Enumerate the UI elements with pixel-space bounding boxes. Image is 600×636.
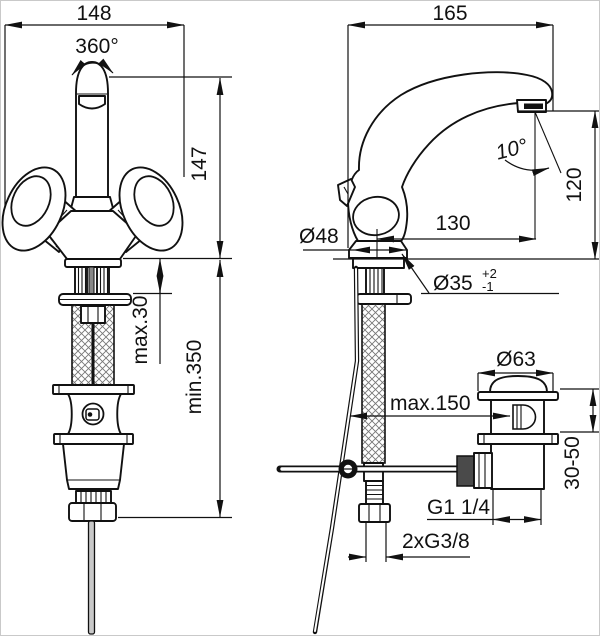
dim-reach-130-label: 130 <box>435 212 470 235</box>
front-mounting-studs <box>74 266 110 295</box>
front-waste <box>52 384 135 635</box>
waste-clip-icon <box>512 404 537 430</box>
dim-waste-thread-g114: G1 1/4 <box>427 490 542 525</box>
dim-clamp-range-3050-label: 30-50 <box>561 436 584 490</box>
dim-outlet-angle-10: 10° <box>493 111 562 239</box>
dim-waste-thread-g114-label: G1 1/4 <box>427 496 490 519</box>
side-pull-rod <box>312 265 360 635</box>
dim-height-147: 147 <box>109 76 232 259</box>
dim-reach-130: 130 <box>376 212 537 259</box>
front-view-dimensions: 148 360° 147 max.30 min.350 <box>4 2 232 519</box>
dim-height-147-label: 147 <box>188 146 211 181</box>
dim-rod-offset-max150: max.150 <box>349 392 511 420</box>
dim-outlet-height-120: 120 <box>517 110 599 260</box>
dim-depth-165-label: 165 <box>432 2 467 25</box>
dim-body-dia-48: Ø48 <box>299 225 407 254</box>
side-waste <box>456 375 559 490</box>
dim-width-148: 148 <box>4 2 185 207</box>
waste-knurled-connector <box>456 455 475 487</box>
side-aerator <box>524 103 543 109</box>
dim-hole-dia-35-tol-plus: +2 <box>482 266 497 281</box>
side-view-dimensions: 165 10° 120 130 Ø48 Ø35 +2 <box>299 2 599 562</box>
dim-min350-label: min.350 <box>183 340 206 415</box>
dim-hole-dia-35-tol-minus: -1 <box>482 279 494 294</box>
side-stud <box>365 267 385 295</box>
dim-outlet-height-120-label: 120 <box>563 167 586 202</box>
dim-body-dia-48-label: Ø48 <box>299 225 339 248</box>
side-washer <box>356 293 412 305</box>
dim-hole-dia-35-label: Ø35 <box>433 272 473 295</box>
front-handle-right <box>118 166 184 252</box>
side-handle-face <box>352 195 400 237</box>
front-supply-hoses <box>71 304 115 386</box>
dim-depth-165: 165 <box>347 2 554 248</box>
front-pull-rod <box>87 520 96 635</box>
dim-min350: min.350 <box>118 259 232 519</box>
dim-flange-dia-63-label: Ø63 <box>496 348 536 371</box>
dim-clamp-range-3050: 30-50 <box>560 388 599 490</box>
side-popup-lever <box>337 178 356 207</box>
side-operating-rod <box>276 459 462 479</box>
front-view-drawing <box>1 61 184 635</box>
front-spout <box>75 61 109 202</box>
dim-outlet-angle-10-label: 10° <box>493 135 529 165</box>
front-collar <box>69 196 115 213</box>
dim-swivel-360: 360° <box>71 35 119 76</box>
dim-flange-dia-63: Ø63 <box>477 348 554 391</box>
side-supply-hose <box>358 303 391 523</box>
dim-max30: max.30 <box>129 258 172 365</box>
front-base <box>64 258 122 268</box>
dim-supply-thread-2xg38: 2xG3/8 <box>348 522 470 562</box>
dim-width-148-label: 148 <box>76 2 111 25</box>
front-spout-outlet <box>78 95 106 110</box>
dim-rod-offset-max150-label: max.150 <box>390 392 471 415</box>
dim-swivel-360-label: 360° <box>75 35 118 58</box>
side-spout-body <box>347 71 554 242</box>
brand-clip-icon <box>81 402 105 426</box>
dim-supply-thread-2xg38-label: 2xG3/8 <box>402 530 470 553</box>
dim-max30-label: max.30 <box>129 296 152 365</box>
front-handle-left <box>1 166 67 252</box>
dim-hole-dia-35: Ø35 +2 -1 <box>401 253 559 295</box>
side-view-drawing <box>276 71 559 635</box>
